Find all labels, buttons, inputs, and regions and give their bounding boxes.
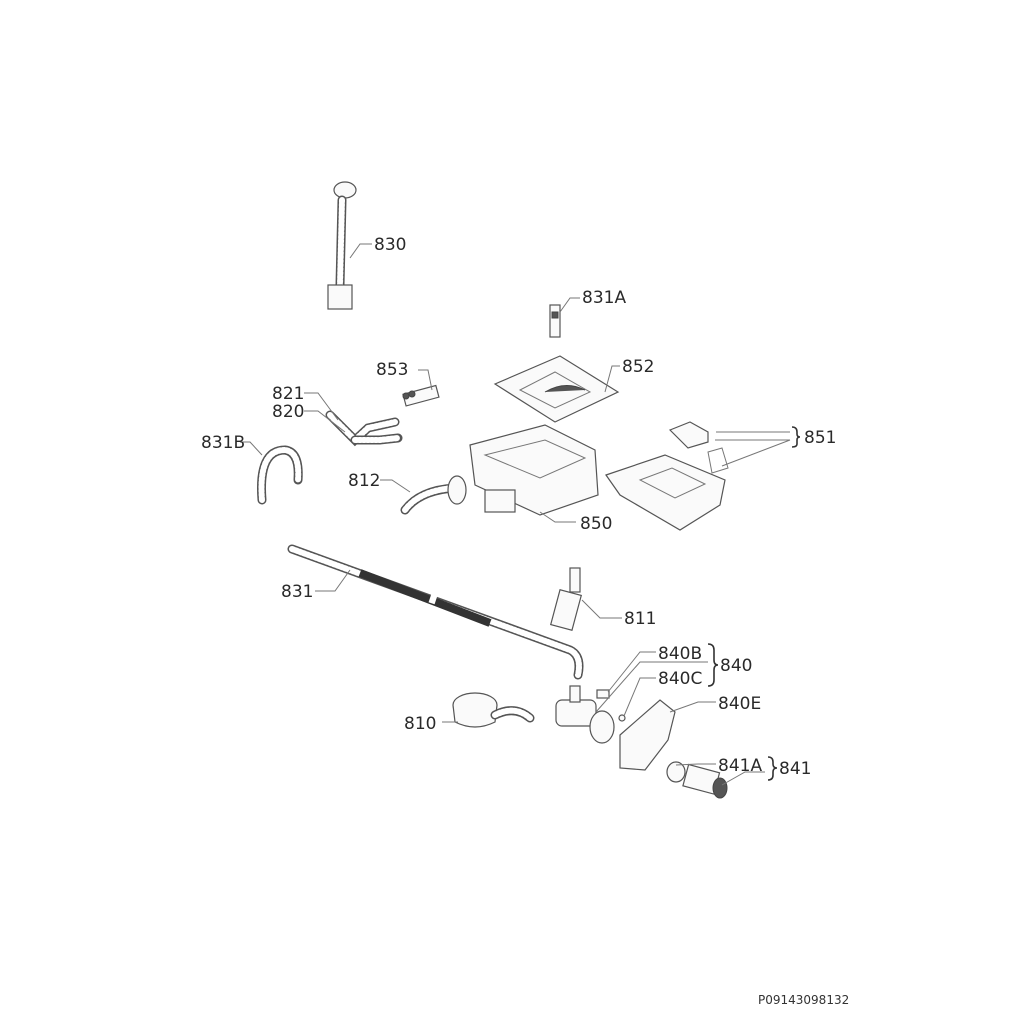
label-830: 830 — [374, 235, 406, 255]
label-831B: 831B — [201, 433, 245, 453]
leader-lines — [240, 243, 791, 786]
label-812: 812 — [348, 471, 380, 491]
label-841A: 841A — [718, 756, 762, 776]
label-852: 852 — [622, 357, 654, 377]
part-831A-clip — [549, 304, 561, 338]
part-830-hose — [327, 181, 357, 310]
label-820: 820 — [272, 402, 304, 422]
label-841: 841 — [779, 759, 811, 779]
label-831A: 831A — [582, 288, 626, 308]
part-831B-hose-guide — [256, 445, 303, 505]
label-840C: 840C — [658, 669, 702, 689]
part-811-pipe — [549, 567, 583, 631]
label-810: 810 — [404, 714, 436, 734]
label-851: 851 — [804, 428, 836, 448]
label-840: 840 — [720, 656, 752, 676]
label-840B: 840B — [658, 644, 702, 664]
part-850-housing — [469, 424, 599, 516]
part-841-filter — [666, 761, 728, 799]
part-840-pump — [555, 685, 626, 744]
part-820-821-hose — [325, 410, 403, 447]
part-853-connector — [402, 384, 440, 407]
part-812-bellows — [400, 475, 467, 515]
document-code: P09143098132 — [758, 993, 849, 1007]
part-840E-housing — [619, 699, 676, 771]
label-811: 811 — [624, 609, 656, 629]
label-850: 850 — [580, 514, 612, 534]
label-853: 853 — [376, 360, 408, 380]
part-852-plate — [493, 355, 620, 423]
part-851-drawer — [605, 421, 729, 531]
label-821: 821 — [272, 384, 304, 404]
label-840E: 840E — [718, 694, 761, 714]
part-810-sump — [452, 692, 535, 728]
brace-840 — [707, 643, 719, 687]
brace-851 — [791, 426, 801, 448]
brace-841 — [767, 756, 778, 781]
part-831-drain-hose — [287, 544, 584, 680]
label-831: 831 — [281, 582, 313, 602]
